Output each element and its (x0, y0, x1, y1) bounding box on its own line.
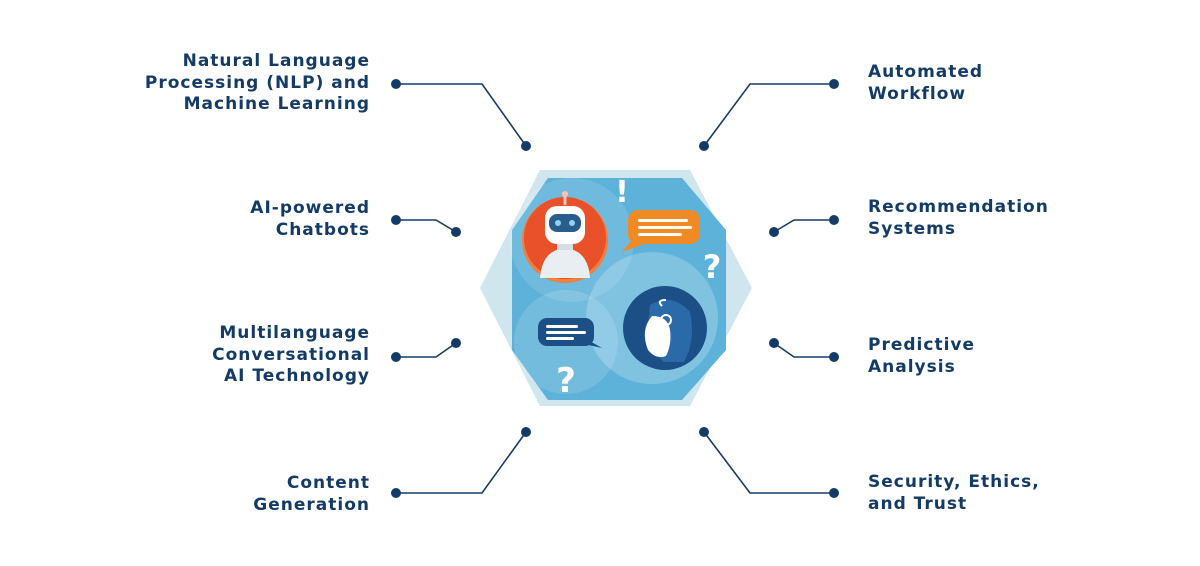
customer-support-agent-icon (623, 286, 707, 370)
exclamation-mark-icon: ! (615, 175, 629, 210)
feature-label-nlp: Natural Language Processing (NLP) and Ma… (144, 51, 370, 114)
connector-recommendation (773, 219, 834, 233)
chat-bubble-small-icon (538, 318, 602, 348)
robot-icon (522, 191, 608, 283)
feature-label-content-generation: Content Generation (253, 473, 370, 515)
feature-label-chatbots: AI-powered Chatbots (250, 198, 370, 240)
connector-content (396, 431, 527, 494)
question-mark-icon-lower: ? (556, 361, 576, 401)
feature-label-predictive-analysis: Predictive Analysis (868, 335, 976, 377)
connector-dots (391, 79, 839, 498)
feature-label-security-ethics-trust: Security, Ethics, and Trust (868, 472, 1040, 514)
question-mark-icon: ? (703, 248, 722, 286)
central-hexagon: ! ? ? (480, 170, 752, 406)
feature-label-multilanguage: Multilanguage Conversational AI Technolo… (212, 323, 370, 386)
connector-chatbots (396, 219, 457, 233)
feature-label-automated-workflow: Automated Workflow (868, 62, 984, 104)
connector-lines (396, 83, 834, 494)
feature-label-recommendation-systems: Recommendation Systems (868, 197, 1049, 239)
connector-nlp (396, 83, 527, 147)
connector-security (703, 431, 834, 494)
chat-bubble-icon (622, 210, 700, 252)
connector-predictive (773, 342, 834, 358)
connector-multilanguage (396, 342, 457, 358)
connector-automated (703, 83, 834, 147)
